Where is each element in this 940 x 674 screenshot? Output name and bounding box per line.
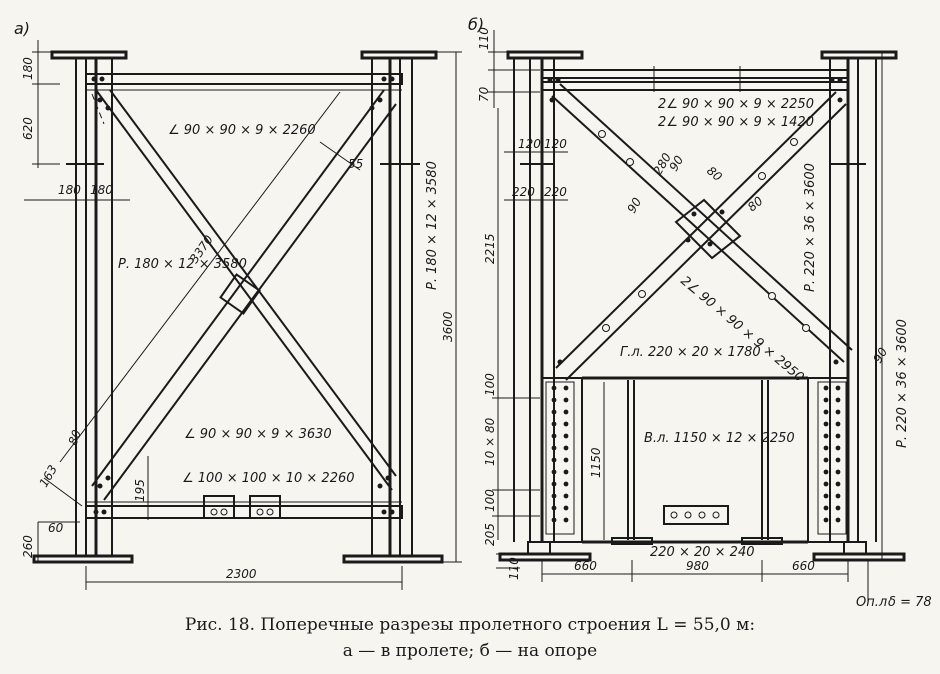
caption-line-1: Рис. 18. Поперечные разрезы пролетного с… — [184, 615, 756, 635]
panel-b-gusset-label: Г.л. 220 × 20 × 1780 — [620, 345, 761, 360]
panel-b-dim-220-left: 220 — [512, 185, 535, 199]
panel-b-support-label: Оп.л — [856, 595, 887, 610]
panel-b-dim-220-right: 220 — [544, 185, 567, 199]
panel-b-cross-bracing — [549, 83, 853, 381]
panel-b-dim-100-a: 100 — [483, 373, 497, 396]
panel-a-left-column — [32, 50, 134, 564]
panel-b-letter: б) — [468, 15, 484, 34]
panel-a-dim-55: 55 — [348, 157, 363, 171]
panel-b-top-brace-label-1: 2∠ 90 × 90 × 9 × 2250 — [658, 97, 814, 112]
panel-a-left-plate-label: Р. 180 × 12 × 3580 — [118, 257, 247, 272]
panel-a-dim-180-top: 180 — [21, 57, 35, 80]
panel-a-right-column — [342, 50, 444, 564]
panel-a-dim-180-left: 180 — [58, 183, 81, 197]
panel-a-dim-620: 620 — [21, 117, 35, 140]
panel-a-bottom-brace — [85, 495, 403, 519]
panel-b-dim-10x80: 10 × 80 — [483, 417, 497, 466]
panel-b-dim-980: 980 — [686, 559, 709, 573]
panel-a-dim-163: 163 — [36, 463, 60, 490]
panel-b-dim-80-a: 80 — [704, 164, 725, 185]
panel-b-top-brace — [541, 66, 849, 92]
panel-a-dim-80: 80 — [66, 428, 85, 447]
panel-b-rivets-right — [817, 381, 847, 535]
panel-b-dim-100-b: 100 — [483, 489, 497, 512]
panel-b-dim-70: 70 — [477, 86, 491, 102]
panel-b-dim-90-a: 90 — [666, 153, 686, 174]
panel-b-bottom-plate-label: 220 × 20 × 240 — [650, 545, 754, 560]
panel-b-dim-660-right: 660 — [792, 559, 815, 573]
panel-b-right-plate-label: Р. 220 × 36 × 3600 — [803, 163, 818, 292]
panel-b-rivets-left — [545, 381, 575, 535]
panel-b-thickness-label: δ = 78 — [888, 595, 932, 610]
panel-b-dim-660-left: 660 — [574, 559, 597, 573]
panel-b-dimension-lines — [488, 30, 883, 604]
panel-b-dim-120-left: 120 — [518, 137, 541, 151]
panel-a-dim-3600: 3600 — [441, 311, 455, 342]
panel-a-dim-195: 195 — [133, 479, 147, 502]
panel-b-dim-110-b: 110 — [507, 557, 521, 580]
panel-b-outer-plate-label: Р. 220 × 36 × 3600 — [895, 319, 910, 448]
panel-a-dim-2300: 2300 — [226, 567, 257, 581]
panel-a-right-plate-label: Р. 180 × 12 × 3580 — [425, 161, 440, 290]
panel-a-top-brace-label: ∠ 90 × 90 × 9 × 2260 — [168, 123, 316, 138]
panel-a-dim-60: 60 — [48, 521, 64, 535]
panel-b-dim-90-b: 90 — [624, 195, 644, 216]
panel-b-web-label: В.л. 1150 × 12 × 2250 — [644, 431, 795, 446]
panel-b: б) — [468, 15, 932, 610]
panel-b-dim-110: 110 — [477, 27, 491, 50]
panel-b-dim-120-right: 120 — [544, 137, 567, 151]
panel-a-letter: а) — [14, 19, 30, 38]
panel-b-left-column — [498, 50, 592, 562]
caption-line-2: а — в пролете; б — на опоре — [342, 641, 598, 661]
panel-a-top-brace — [85, 73, 403, 91]
panel-b-dim-90-c: 90 — [870, 345, 890, 366]
panel-b-dim-2215: 2215 — [483, 233, 497, 264]
cross-section-drawing: а) — [14, 15, 932, 610]
panel-b-top-brace-label-2: 2∠ 90 × 90 × 9 × 1420 — [658, 115, 814, 130]
panel-a-bottom-brace-label: ∠ 100 × 100 × 10 × 2260 — [182, 471, 355, 486]
panel-a-cross-bracing — [59, 89, 397, 501]
figure-caption: Рис. 18. Поперечные разрезы пролетного с… — [0, 612, 940, 664]
panel-b-diaphragm — [541, 376, 849, 545]
panel-a: а) — [14, 19, 462, 590]
panel-b-dim-205: 205 — [483, 523, 497, 546]
panel-a-dim-260: 260 — [21, 535, 35, 558]
panel-a-dim-180-right: 180 — [90, 183, 113, 197]
panel-a-diag-brace-label: ∠ 90 × 90 × 9 × 3630 — [184, 427, 332, 442]
panel-b-dim-80-b: 80 — [745, 194, 766, 215]
panel-a-dimension-lines — [24, 40, 462, 590]
panel-b-dim-1150: 1150 — [589, 447, 603, 478]
